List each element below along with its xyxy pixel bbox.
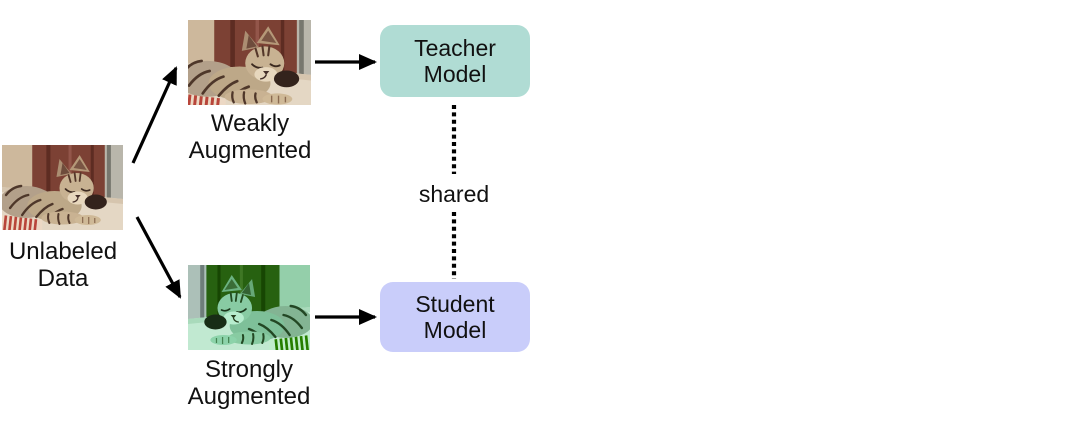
strongly-augmented-label-line1: Strongly	[204, 356, 294, 383]
arrow-source-to-weak	[131, 66, 178, 164]
teacher-model-label-line2: Model	[423, 61, 487, 87]
strongly-augmented-cat-image	[188, 265, 310, 350]
shared-weights-label: shared	[418, 181, 490, 207]
weakly-augmented-label-line1: Weakly	[210, 110, 290, 137]
weakly-augmented-cat-image	[188, 20, 311, 105]
strongly-augmented-label: Strongly Augmented	[174, 356, 324, 410]
unlabeled-data-cat-image	[2, 145, 123, 230]
teacher-model-box: Teacher Model	[380, 25, 530, 97]
student-model-label-line2: Model	[423, 317, 487, 343]
arrow-source-to-strong	[135, 216, 182, 299]
weakly-augmented-label: Weakly Augmented	[175, 110, 325, 164]
unlabeled-data-label-line1: Unlabeled	[8, 238, 118, 265]
weakly-augmented-label-line2: Augmented	[188, 137, 312, 164]
student-model-box: Student Model	[380, 282, 530, 352]
teacher-model-label-line1: Teacher	[414, 35, 496, 61]
student-model-label-line1: Student	[415, 291, 495, 317]
strongly-augmented-label-line2: Augmented	[187, 383, 311, 410]
unlabeled-data-label: Unlabeled Data	[0, 238, 126, 292]
unlabeled-data-label-line2: Data	[37, 265, 89, 292]
